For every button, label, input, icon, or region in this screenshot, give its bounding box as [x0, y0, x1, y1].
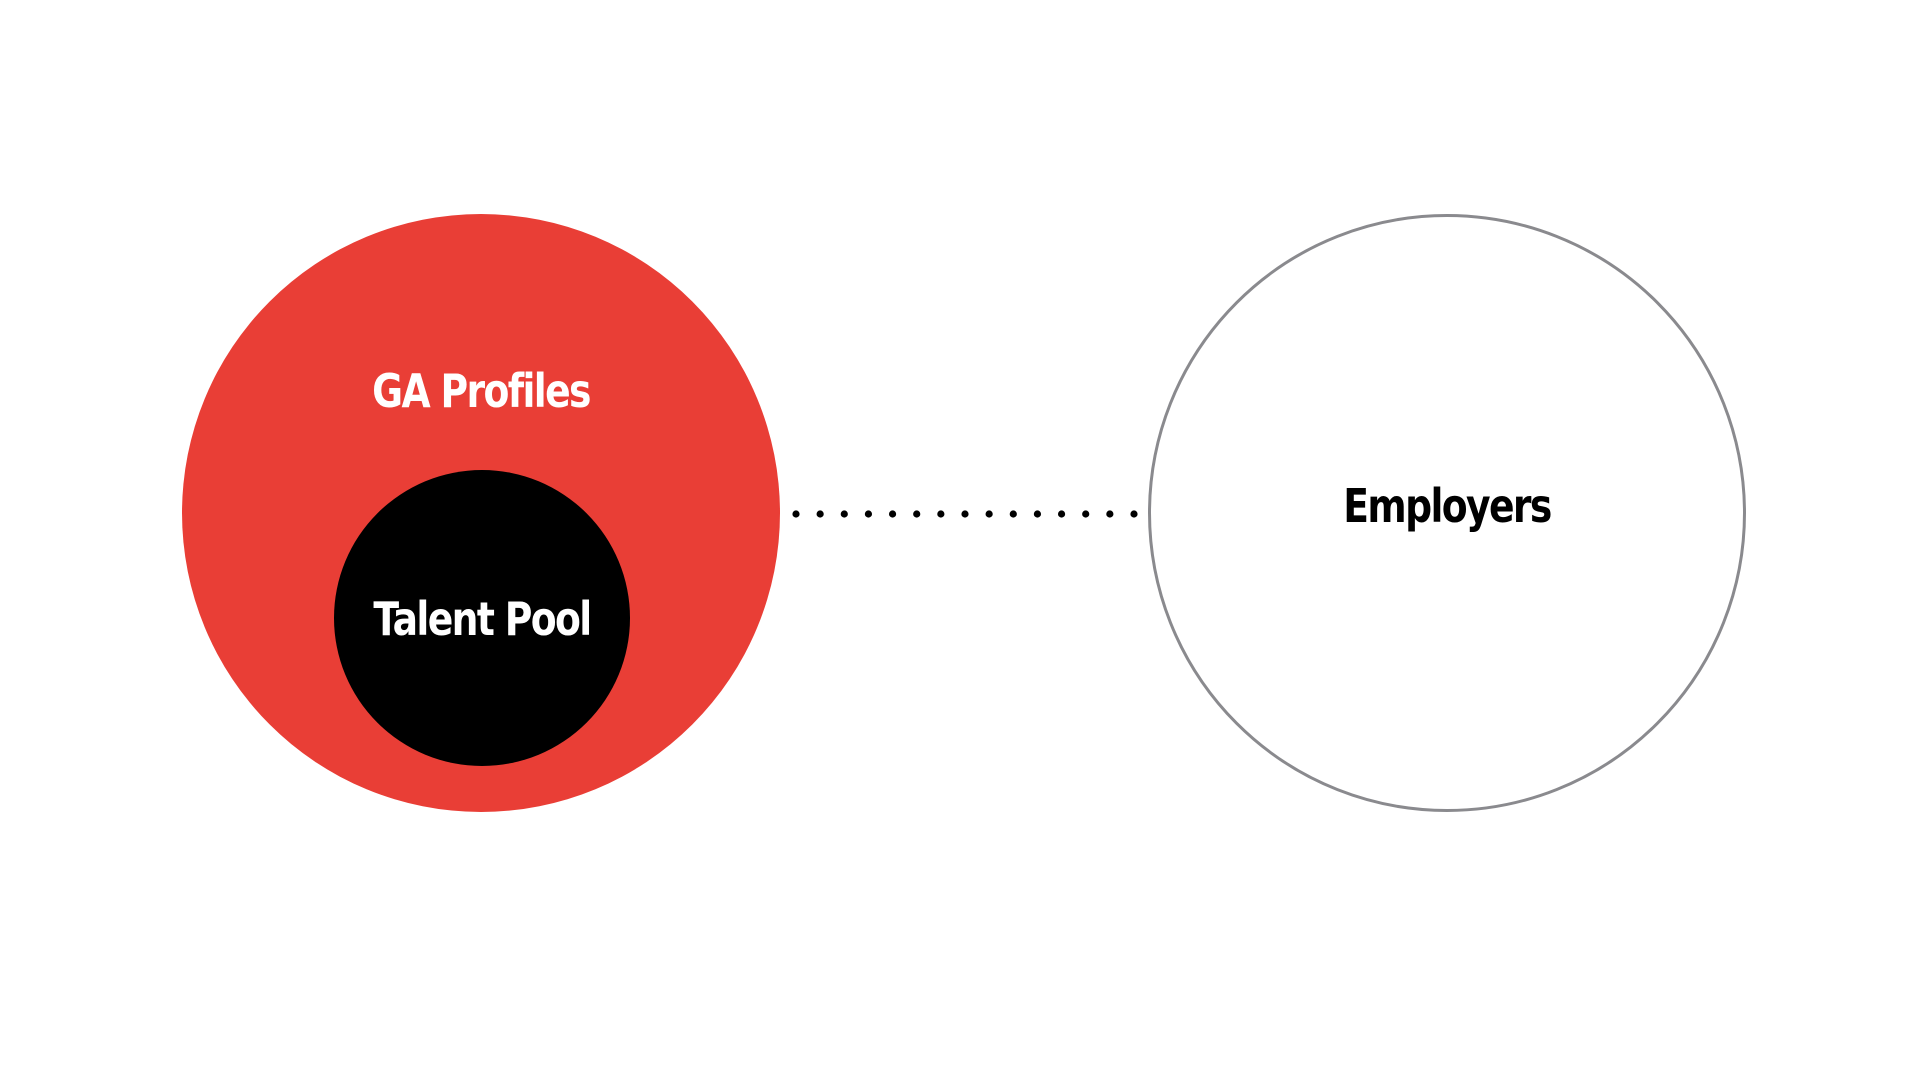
connector-dot: [1106, 510, 1114, 518]
ga-profiles-label: GA Profiles: [372, 364, 591, 418]
connector-dot: [961, 510, 969, 518]
connector-dot: [1130, 510, 1138, 518]
employers-label: Employers: [1343, 479, 1552, 533]
connector-dot: [816, 510, 824, 518]
connector-dot: [1082, 510, 1090, 518]
talent-pool-circle: [334, 470, 630, 766]
connector-dot: [1009, 510, 1017, 518]
connector-dot: [913, 510, 921, 518]
dotted-connector: [792, 510, 1138, 518]
connector-dot: [1057, 510, 1066, 518]
connector-dot: [864, 510, 873, 518]
connector-dot: [937, 510, 945, 518]
employers-circle: [1148, 214, 1746, 812]
talent-pool-label: Talent Pool: [373, 592, 592, 646]
connector-dot: [1033, 510, 1042, 518]
connector-dot: [792, 510, 800, 518]
connector-dot: [985, 510, 993, 518]
connector-dot: [888, 510, 897, 518]
connector-dot: [840, 510, 848, 518]
